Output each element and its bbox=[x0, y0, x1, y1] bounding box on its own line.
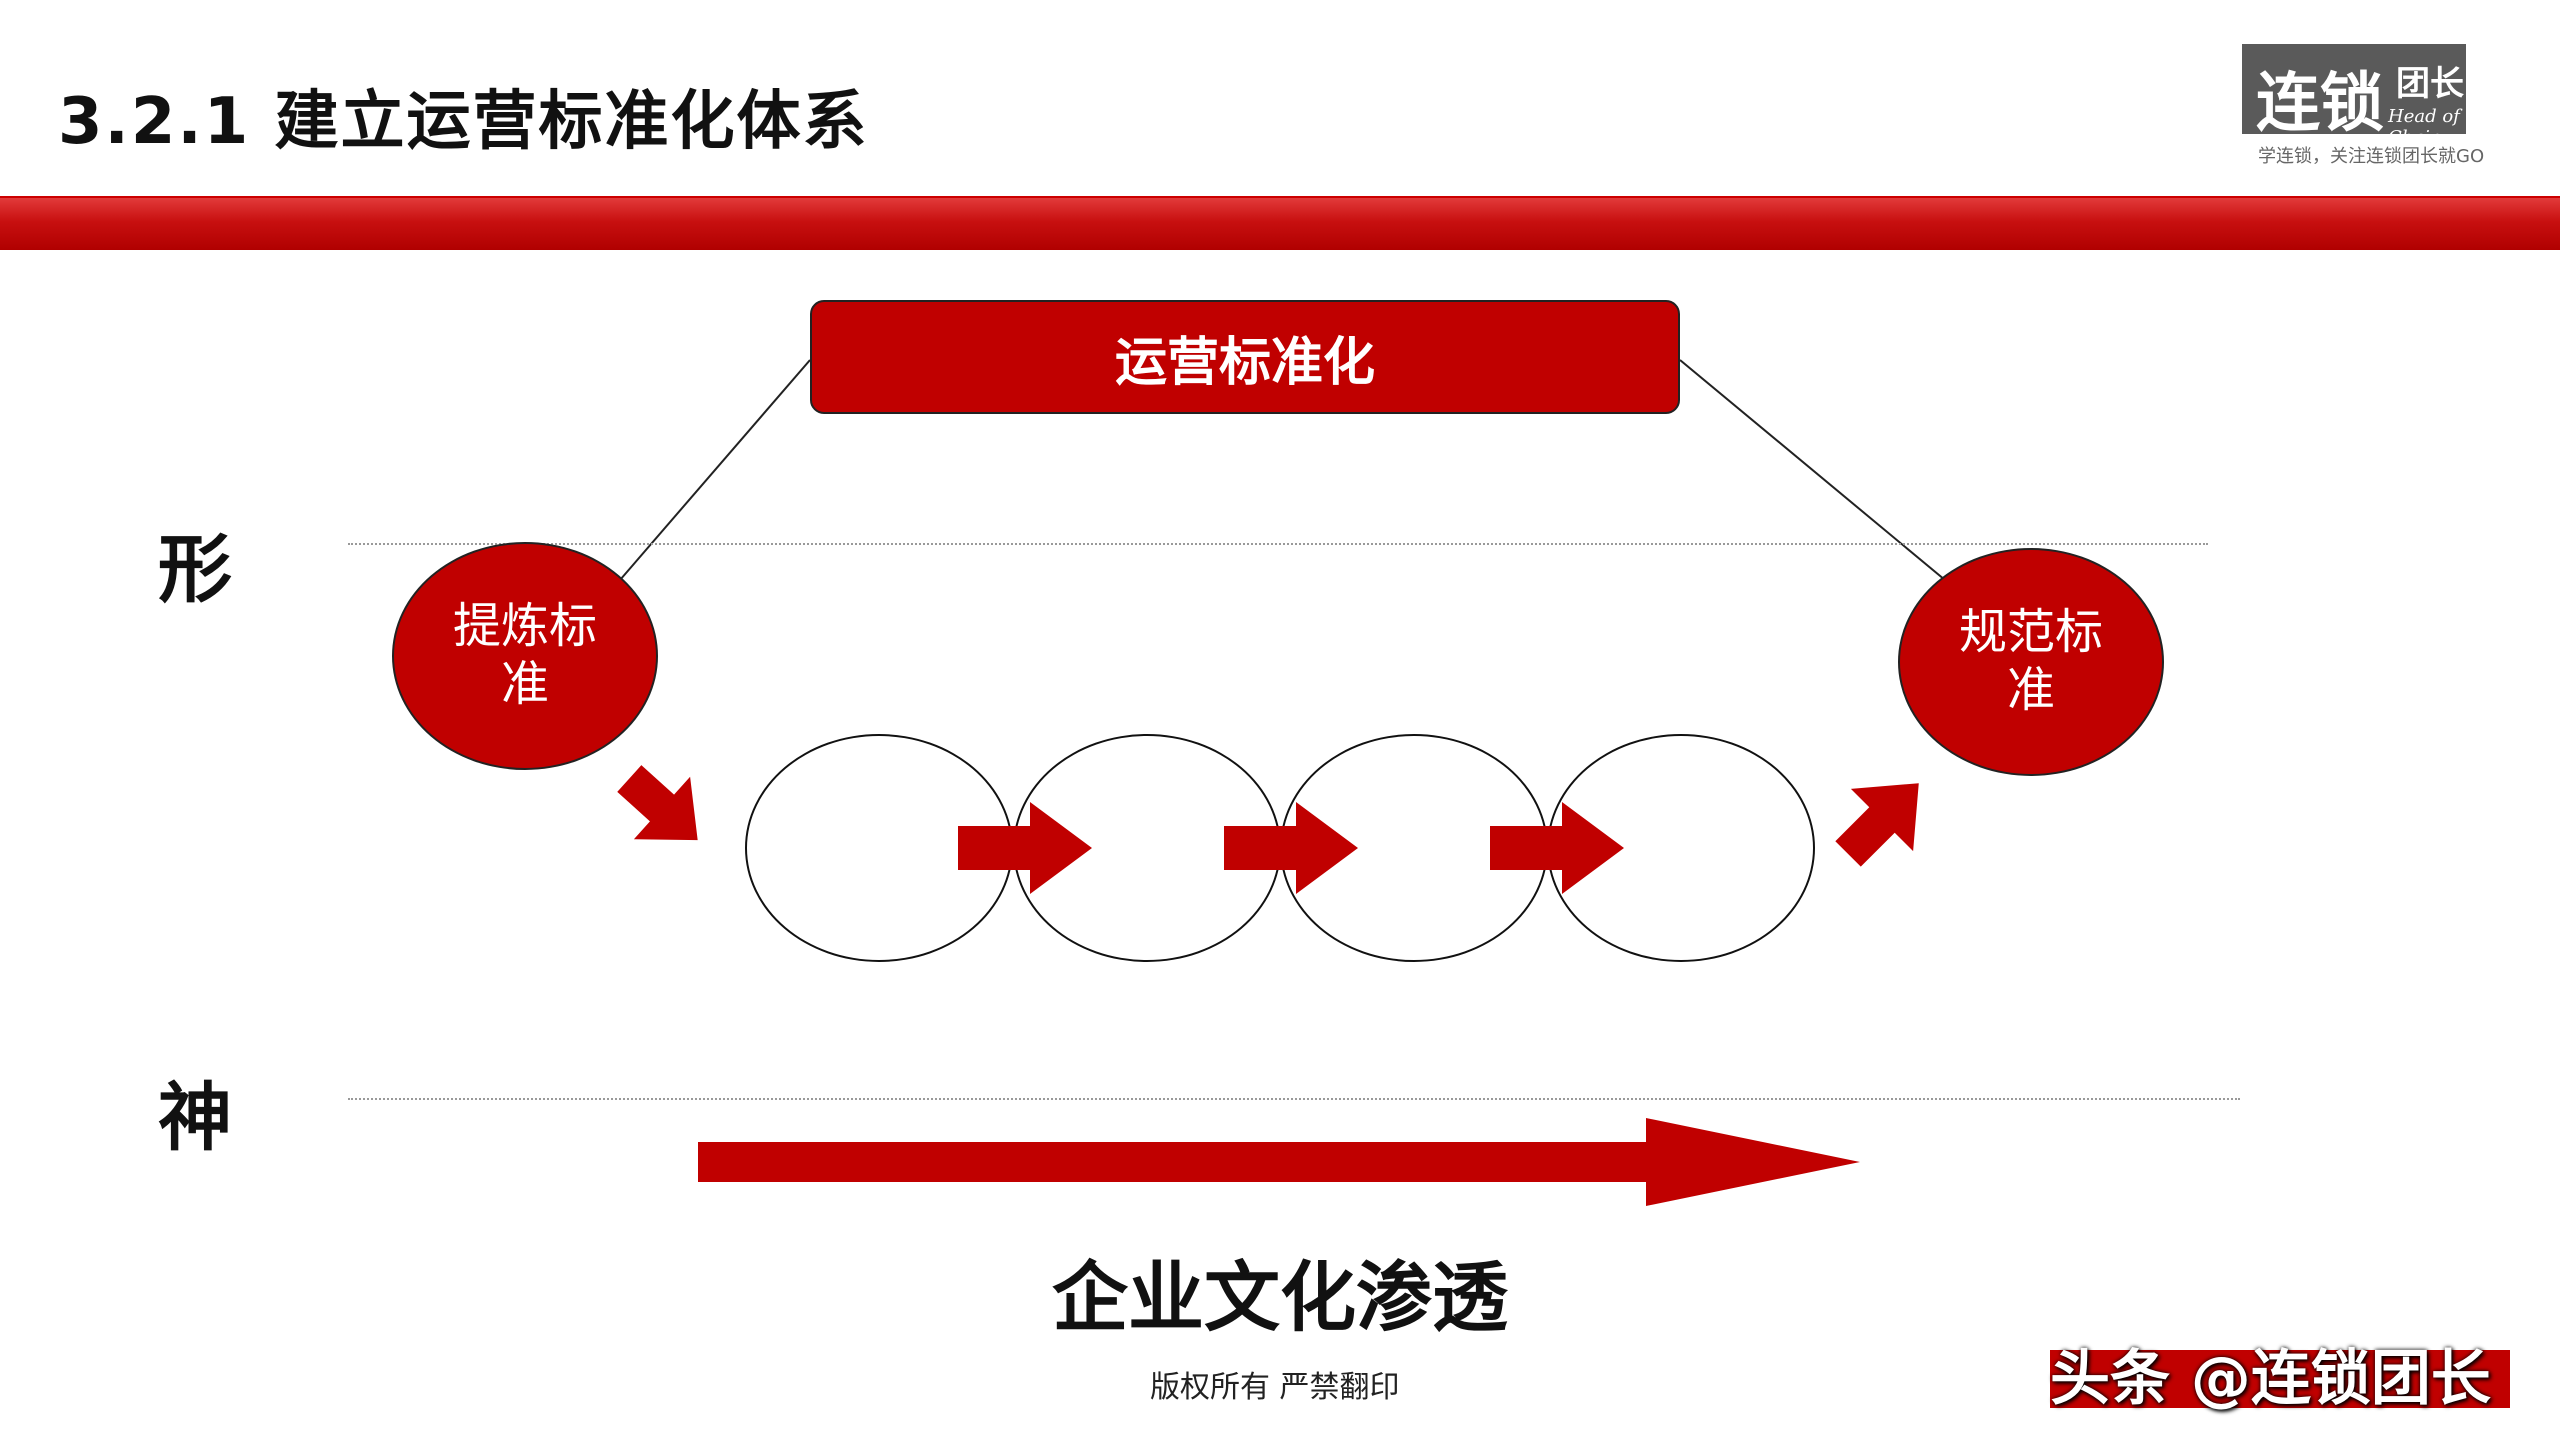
brand-logo: 连锁 团长 Head of Chain bbox=[2242, 44, 2466, 148]
arrow-right-2 bbox=[1224, 802, 1358, 894]
refine-standards-label: 提炼标准 bbox=[452, 598, 597, 712]
logo-side-text: 团长 bbox=[2396, 64, 2464, 104]
page-title: 3.2.1 建立运营标准化体系 bbox=[58, 85, 869, 159]
operations-standardization-label: 运营标准化 bbox=[1114, 332, 1375, 393]
form-dotted-line bbox=[348, 543, 2208, 545]
spirit-dotted-line bbox=[348, 1098, 2240, 1100]
watermark-text: 头条 @连锁团长 bbox=[2050, 1344, 2491, 1414]
logo-english-text: Head of Chain bbox=[2388, 106, 2460, 148]
watermark-bar bbox=[2050, 1350, 2510, 1408]
arrow-down-right bbox=[617, 765, 698, 841]
form-label: 形 bbox=[158, 527, 232, 613]
logo-main-text: 连锁 bbox=[2256, 67, 2384, 141]
regulate-standards-circle: 规范标准 bbox=[1898, 548, 2164, 776]
header-red-band bbox=[0, 198, 2560, 250]
spirit-label: 神 bbox=[158, 1075, 232, 1161]
copyright-text: 版权所有 严禁翻印 bbox=[1150, 1370, 1400, 1405]
header-band-line bbox=[0, 196, 2560, 198]
refine-standards-circle: 提炼标准 bbox=[392, 542, 658, 770]
arrow-up-right bbox=[1835, 783, 1919, 867]
logo-slogan: 学连锁，关注连锁团长就GO bbox=[2258, 146, 2485, 167]
culture-penetration-text: 企业文化渗透 bbox=[1052, 1253, 1508, 1342]
culture-arrow bbox=[698, 1118, 1860, 1206]
arrow-right-1 bbox=[958, 802, 1092, 894]
arrow-right-3 bbox=[1490, 802, 1624, 894]
operations-standardization-box: 运营标准化 bbox=[810, 300, 1680, 414]
regulate-standards-label: 规范标准 bbox=[1958, 604, 2103, 718]
